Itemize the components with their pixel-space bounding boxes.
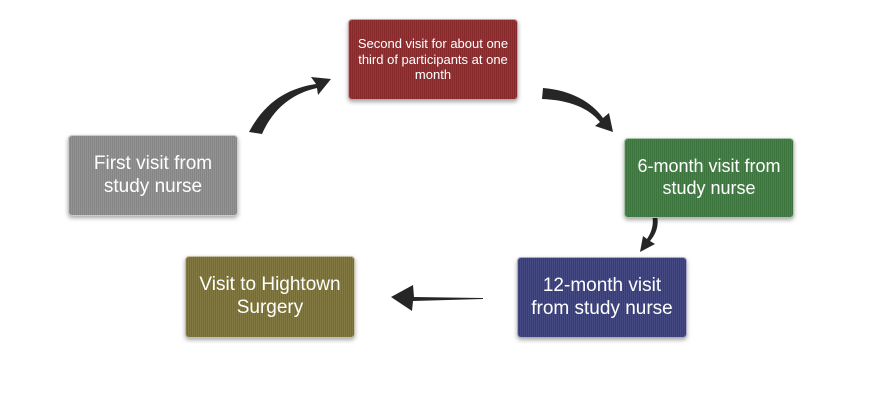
node-second-visit-label: Second visit for about one third of part… xyxy=(357,36,509,83)
arrow-first-to-second xyxy=(249,77,331,134)
arrow-six-to-twelve xyxy=(640,207,658,252)
arrow-second-to-six xyxy=(542,88,613,132)
node-second-visit: Second visit for about one third of part… xyxy=(348,19,518,100)
node-first-visit: First visit from study nurse xyxy=(68,135,238,216)
node-six-month-visit-label: 6-month visit from study nurse xyxy=(637,156,781,198)
arrow-twelve-to-hightown xyxy=(391,285,483,311)
node-twelve-month-visit-label: 12-month visit from study nurse xyxy=(531,274,673,319)
node-hightown-visit: Visit to Hightown Surgery xyxy=(185,256,355,338)
node-twelve-month-visit: 12-month visit from study nurse xyxy=(517,257,687,338)
node-hightown-visit-label: Visit to Hightown Surgery xyxy=(199,274,341,318)
node-six-month-visit: 6-month visit from study nurse xyxy=(624,138,794,218)
node-first-visit-label: First visit from study nurse xyxy=(93,152,213,197)
